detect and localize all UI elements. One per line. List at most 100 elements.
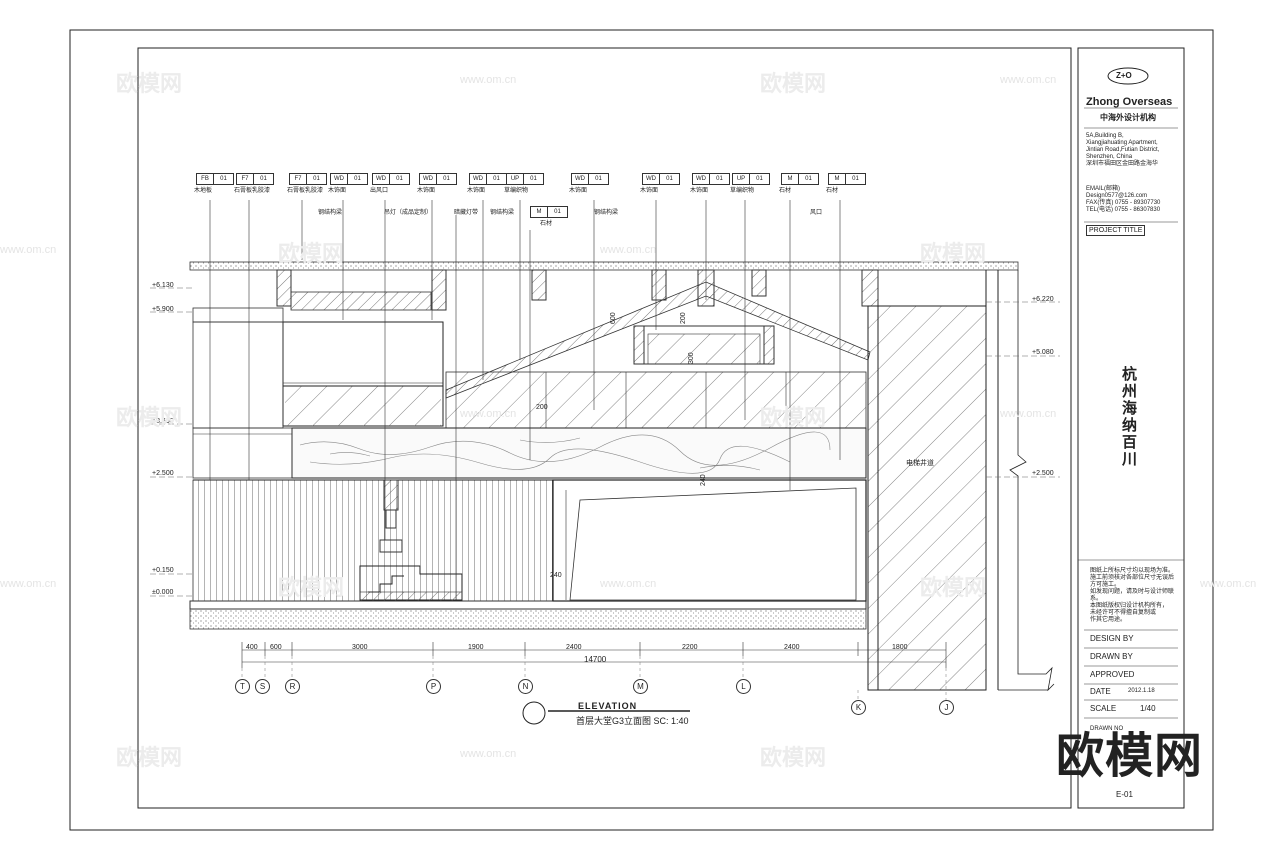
fax-value: FAX(传真) 0755 - 89307730: [1086, 200, 1161, 206]
callout-code: UP: [507, 174, 524, 184]
callout-number: 01: [805, 176, 812, 182]
callout-code: F7: [290, 174, 307, 184]
firm-name-cn: 中海外设计机构: [1100, 113, 1156, 122]
level-mark: +0.150: [152, 567, 174, 574]
floor-base: [189, 608, 867, 630]
callout-code: WD: [572, 174, 589, 184]
callout-text: 石材: [826, 188, 839, 194]
note-line: 作其它用途。: [1090, 617, 1127, 623]
callout-number: 01: [852, 176, 859, 182]
logo-text: Z+O: [1116, 71, 1132, 80]
inner-dimension: 300: [688, 352, 695, 364]
callout-text: 木饰面: [328, 188, 347, 194]
callout-code: WD: [693, 174, 710, 184]
slat-wall: [192, 479, 554, 602]
pendant-base: [379, 539, 403, 553]
callout-text: 木饰面: [569, 188, 588, 194]
grid-bubble: K: [851, 700, 866, 715]
sheet-border: [69, 29, 1214, 831]
beam: [651, 269, 667, 301]
site-watermark-url: www.om.cn: [460, 74, 517, 86]
callout-text: 木饰面: [640, 188, 659, 194]
callout-leaders: [209, 200, 841, 600]
inner-dimension: 200: [680, 312, 687, 324]
callout-tag: WD 01: [692, 173, 730, 185]
project-name: 杭州海纳百川: [1122, 366, 1138, 468]
dimension-chain: [241, 642, 947, 668]
callout-tag: F7 01: [289, 173, 327, 185]
material-label: 吊灯（成品定制）: [384, 210, 433, 216]
marble-veins: [299, 431, 831, 474]
callout-text: 石膏板乳胶漆: [287, 188, 324, 194]
project-title-label: PROJECT TITLE: [1086, 225, 1146, 236]
elevator-shaft: [867, 305, 987, 691]
callout-code: UP: [733, 174, 750, 184]
callout-text: 草编织物: [730, 188, 755, 194]
callout-code: WD: [470, 174, 487, 184]
email-label: EMAIL(邮箱): [1086, 186, 1121, 192]
pendant-body: [385, 509, 397, 529]
roof-inner-panel: [647, 333, 761, 365]
elevator-label: 电梯井道: [906, 460, 934, 467]
firm-address: 5A,Building B, Xiangjiahuating Apartment…: [1086, 133, 1178, 168]
site-watermark: 欧模网: [278, 575, 345, 600]
callout-tag: M 01: [530, 206, 568, 218]
drawing-border: [137, 47, 1072, 809]
callout-number: 01: [530, 176, 537, 182]
level-mark: +2.500: [152, 470, 174, 477]
drawing-no-label: DRAWN NO: [1090, 726, 1124, 732]
address-line: Jintian Road,Futian District,: [1086, 147, 1160, 153]
level-lines: [150, 287, 1060, 597]
dimension-value: 2400: [784, 644, 800, 651]
site-watermark-url: www.om.cn: [0, 578, 57, 590]
drawing-no-value: E-01: [1116, 790, 1133, 799]
level-mark: +5.900: [152, 306, 174, 313]
dimension-value: 1900: [468, 644, 484, 651]
break-line: [1009, 270, 1055, 692]
total-dimension: 14700: [584, 655, 607, 664]
general-notes: 图纸上所标尺寸均以现场为准。 施工前须核对各部位尺寸无误后方可施工。 如发现问题…: [1090, 568, 1178, 624]
level-mark: +6.220: [1032, 296, 1054, 303]
callout-text: 石材: [540, 221, 553, 227]
beam: [751, 269, 767, 297]
email-value: Design0577@126.com: [1086, 193, 1148, 199]
note-line: 图纸上所标尺寸均以现场为准。: [1090, 568, 1175, 574]
elevation-symbol: [522, 701, 546, 725]
level-mark: ±0.000: [152, 589, 174, 596]
callout-number: 01: [666, 176, 673, 182]
level-mark: +3.600: [152, 418, 174, 425]
callout-number: 01: [313, 176, 320, 182]
callout-code: WD: [331, 174, 348, 184]
logo-badge: [1107, 67, 1149, 85]
callout-tag: WD 01: [372, 173, 410, 185]
callout-text: 出风口: [370, 188, 389, 194]
callout-number: 01: [756, 176, 763, 182]
callout-number: 01: [716, 176, 723, 182]
scale-label: SCALE: [1090, 704, 1117, 713]
wood-panel: [445, 371, 867, 429]
callout-tag: M 01: [781, 173, 819, 185]
callout-code: M: [531, 207, 548, 217]
callout-tag: UP 01: [732, 173, 770, 185]
callout-code: WD: [643, 174, 660, 184]
callout-number: 01: [493, 176, 500, 182]
grid-bubble: J: [939, 700, 954, 715]
ceiling-slab: [189, 261, 1019, 271]
callout-code: M: [782, 174, 799, 184]
callout-code: F7: [237, 174, 254, 184]
address-line: 深圳市福田区金田路金海华: [1086, 161, 1159, 167]
callout-number: 01: [396, 176, 403, 182]
grid-bubble: S: [255, 679, 270, 694]
material-label: 钢结构梁: [318, 210, 343, 216]
glass-hatch: [285, 386, 441, 426]
approved-label: APPROVED: [1090, 670, 1135, 679]
level-mark: +2.500: [1032, 470, 1054, 477]
site-watermark-url: www.om.cn: [1000, 408, 1057, 420]
grid-leaders: [241, 656, 947, 700]
callout-number: 01: [554, 209, 561, 215]
grid-bubble: L: [736, 679, 751, 694]
note-line: 如发现问题，请及时与设计师联系。: [1090, 589, 1175, 602]
callout-code: WD: [373, 174, 390, 184]
